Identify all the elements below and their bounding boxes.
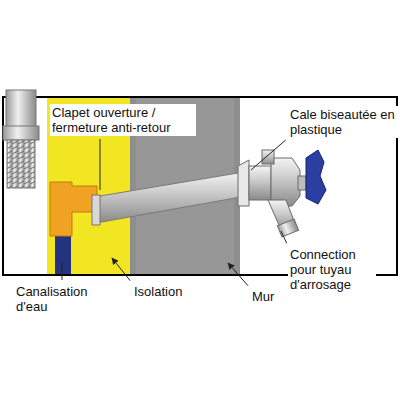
part-label: Canalisation d'eau	[14, 283, 104, 315]
leader-line	[100, 139, 101, 190]
leader-line	[228, 263, 248, 286]
valve-stem-tube	[94, 171, 252, 223]
leader-line	[251, 140, 286, 170]
plastic-wedge	[238, 160, 249, 206]
part-label: Clapet ouverture / fermeture anti-retour	[50, 104, 196, 136]
leader-line	[281, 231, 287, 243]
valve-head	[249, 150, 326, 237]
threaded-fitting	[3, 90, 39, 188]
leader-line	[62, 262, 63, 280]
elbow-fitting	[50, 182, 97, 236]
part-label: Isolation	[132, 283, 184, 300]
leader-line	[112, 258, 130, 281]
valve-seat	[92, 195, 100, 225]
blue-handle	[306, 150, 326, 204]
part-label: Cale biseautée en plastique	[288, 106, 398, 138]
part-label: Mur	[250, 288, 276, 305]
part-label: Connection pour tuyau d'arrosage	[288, 246, 376, 293]
